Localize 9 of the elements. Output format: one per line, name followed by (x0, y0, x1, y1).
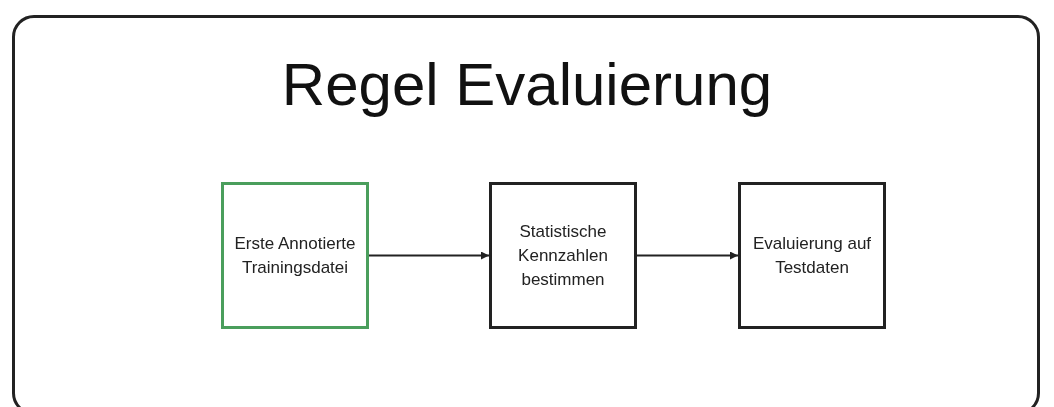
diagram-title: Regel Evaluierung (280, 50, 774, 119)
process-box (738, 182, 886, 329)
arrow (368, 251, 490, 260)
box-label: Evaluierung auf Testdaten (752, 232, 872, 279)
process-box (221, 182, 369, 329)
process-box (489, 182, 637, 329)
box-label: Erste Annotierte Trainingsdatei (233, 232, 357, 279)
arrow (636, 251, 739, 260)
box-label: Statistische Kennzahlen bestimmen (517, 220, 609, 291)
